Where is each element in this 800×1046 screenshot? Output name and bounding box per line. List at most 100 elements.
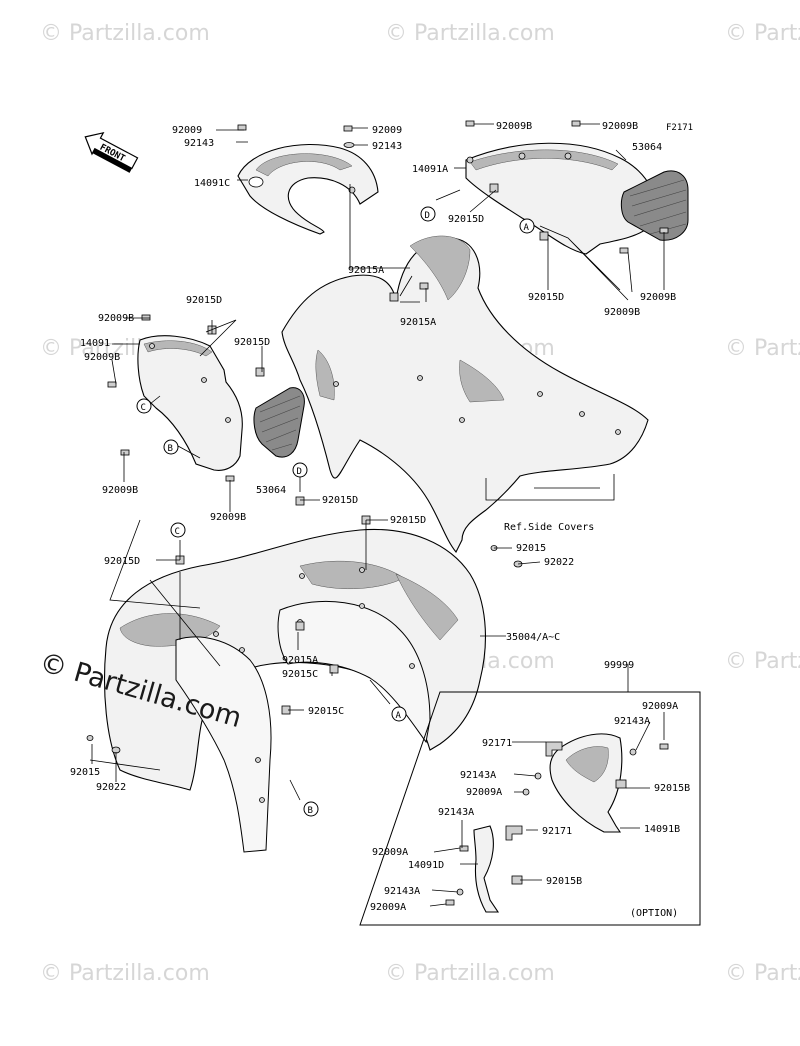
part-label: 92015A — [400, 317, 436, 328]
part-label: 92009B — [604, 307, 640, 318]
screw-icon — [120, 449, 130, 456]
grill-53064-right — [620, 170, 689, 241]
watermark: © Partzilla.com — [385, 21, 555, 46]
part-label: 92009B — [210, 512, 246, 523]
part-label: 92009 — [172, 125, 202, 136]
svg-text:D: D — [297, 467, 302, 477]
part-label: 92171 — [482, 738, 512, 749]
part-label: 92015 — [516, 543, 546, 554]
svg-text:A: A — [524, 223, 530, 233]
screw-icon — [141, 314, 151, 321]
part-label: 92015D — [234, 337, 270, 348]
part-label: 92015C — [308, 706, 344, 717]
option-box — [359, 691, 701, 926]
nut-icon — [295, 621, 305, 631]
part-label: 92143A — [438, 807, 474, 818]
part-label: 92015A — [348, 265, 384, 276]
part-label: 14091 — [80, 338, 110, 349]
side-cover-14091 — [137, 335, 243, 471]
front-arrow-icon: FRONT — [84, 131, 139, 173]
watermark: © Partzilla.com — [385, 961, 555, 986]
screw-icon — [619, 247, 629, 254]
nut-icon — [539, 231, 549, 241]
nut-icon — [329, 664, 339, 674]
part-label: 92015 — [70, 767, 100, 778]
part-label: 14091A — [412, 164, 448, 175]
washer-icon — [343, 142, 355, 148]
part-label: 92171 — [542, 826, 572, 837]
ref-marker-b: B — [163, 439, 179, 455]
part-label: 92009B — [640, 292, 676, 303]
part-labels: 92009 92143 14091C 92009 92143 92009B 92… — [70, 121, 690, 919]
nut-icon — [295, 496, 305, 506]
part-label: 92143A — [384, 886, 420, 897]
part-label: 92009B — [602, 121, 638, 132]
part-label: 92015B — [654, 783, 690, 794]
part-label: 92015D — [390, 515, 426, 526]
svg-text:B: B — [308, 806, 313, 816]
leader-lines — [89, 123, 665, 907]
washer-icon — [86, 735, 94, 741]
rear-fender-35004 — [103, 528, 487, 853]
part-label: 99999 — [604, 660, 634, 671]
part-label: 92009 — [372, 125, 402, 136]
part-label: 92143A — [460, 770, 496, 781]
svg-text:A: A — [396, 711, 402, 721]
screw-icon — [571, 120, 581, 127]
part-label: 92009B — [496, 121, 532, 132]
watermark: © Partzilla.com — [725, 961, 800, 986]
ref-marker-d: D — [292, 462, 308, 478]
part-label: 92009A — [466, 787, 502, 798]
option-note: (OPTION) — [630, 908, 678, 919]
part-label: 92022 — [96, 782, 126, 793]
watermark: © Partzilla.com — [725, 21, 800, 46]
part-label: 92015C — [282, 669, 318, 680]
grill-53064-left — [253, 387, 305, 458]
ref-marker-d: D — [420, 206, 436, 222]
part-label: 92009A — [372, 847, 408, 858]
watermark: © Partzilla.com — [40, 21, 210, 46]
part-label: 92009B — [98, 313, 134, 324]
part-label: 92015D — [528, 292, 564, 303]
ref-marker-a: A — [391, 706, 407, 722]
cover-14091c — [237, 143, 379, 235]
svg-text:C: C — [175, 527, 180, 537]
part-label: 14091D — [408, 860, 444, 871]
nut-icon — [419, 282, 429, 290]
part-label: 35004/A~C — [506, 632, 560, 643]
part-label: 92015D — [322, 495, 358, 506]
part-label: 53064 — [256, 485, 286, 496]
part-label: 92143A — [614, 716, 650, 727]
part-label: 92143 — [184, 138, 214, 149]
svg-text:D: D — [425, 211, 430, 221]
svg-text:B: B — [168, 444, 173, 454]
part-label: 92009B — [84, 352, 120, 363]
diagram-code: F2171 — [666, 123, 693, 133]
nut-icon — [389, 292, 399, 302]
screw-icon — [237, 124, 247, 131]
part-label: 92022 — [544, 557, 574, 568]
watermark: © Partzilla.com — [40, 961, 210, 986]
nut-icon — [489, 183, 499, 193]
watermark: © Partzilla.com — [725, 649, 800, 674]
part-label: 92015A — [282, 655, 318, 666]
cover-14091a — [465, 142, 656, 255]
watermark: © Partzilla.com — [725, 336, 800, 361]
part-label: 92009B — [102, 485, 138, 496]
ref-marker-c: C — [136, 398, 152, 414]
part-label: 92015B — [546, 876, 582, 887]
svg-text:C: C — [141, 403, 146, 413]
ref-marker-c: C — [170, 522, 186, 538]
ref-marker-b: B — [303, 801, 319, 817]
part-label: 92015D — [448, 214, 484, 225]
part-label: 92143 — [372, 141, 402, 152]
front-fender-35004 — [281, 235, 649, 553]
part-label: 14091C — [194, 178, 230, 189]
screw-icon — [465, 120, 475, 127]
part-label: 53064 — [632, 142, 662, 153]
screw-icon — [343, 125, 353, 132]
part-label: 92015D — [186, 295, 222, 306]
ref-marker-a: A — [519, 218, 535, 234]
